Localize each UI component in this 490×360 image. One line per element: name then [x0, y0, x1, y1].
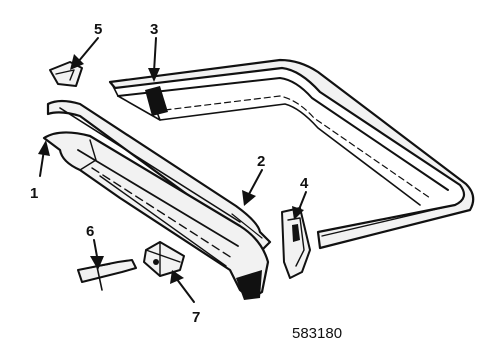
callout-7: 7 — [192, 309, 200, 326]
callout-1: 1 — [30, 185, 38, 202]
callout-5: 5 — [94, 21, 102, 38]
callout-6: 6 — [86, 223, 94, 240]
part-6-pin — [77, 259, 137, 291]
callout-3: 3 — [150, 21, 158, 38]
callout-2: 2 — [257, 153, 265, 170]
part-7-block — [143, 241, 185, 277]
diagram-part-number: 583180 — [292, 325, 342, 342]
part-1-front-bow — [42, 131, 270, 300]
part-4-bracket — [281, 207, 311, 279]
part-3-rear-frame — [108, 58, 475, 250]
callout-4: 4 — [300, 175, 309, 192]
leader-arrows — [38, 37, 307, 303]
